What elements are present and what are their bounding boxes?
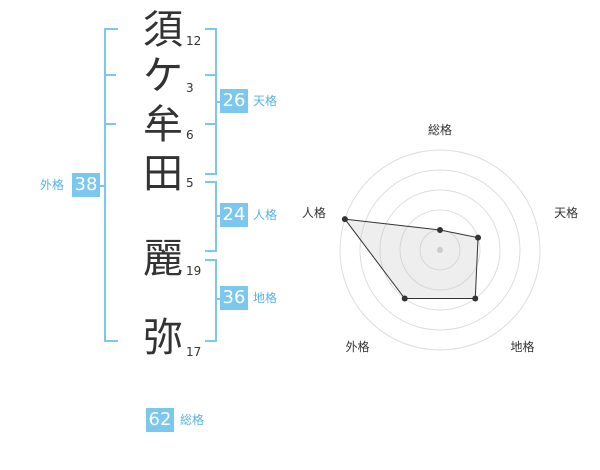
stroke-count-6: 17 (186, 345, 202, 359)
bracket-tick (205, 74, 215, 76)
radar-point (341, 216, 348, 223)
gaikaku-label: 外格 (40, 178, 65, 192)
stroke-count-5: 19 (186, 264, 202, 278)
jinkaku-connector (215, 215, 220, 217)
radar-axis-label: 天格 (554, 205, 578, 220)
stroke-count-2: 3 (186, 81, 194, 95)
radar-point (401, 295, 408, 302)
bracket-tick (104, 123, 116, 125)
radar-ring (339, 149, 541, 351)
radar-axis-label: 人格 (302, 205, 326, 220)
radar-axis-label: 地格 (511, 339, 535, 354)
gaikaku-bracket (104, 28, 118, 342)
tenkaku-label: 天格 (253, 94, 278, 108)
radar-axis-label: 総格 (428, 122, 452, 137)
chikaku-value: 36 (220, 286, 248, 310)
chikaku-bracket (205, 259, 217, 342)
radar-ring (359, 169, 521, 331)
jinkaku-value: 24 (220, 203, 248, 227)
bracket-tick (205, 123, 215, 125)
bracket-tick (104, 74, 116, 76)
stroke-count-1: 12 (186, 34, 202, 48)
name-char-4: 田 (143, 151, 183, 197)
stroke-count-4: 5 (186, 176, 194, 190)
radar-point (472, 295, 479, 302)
soukaku-value: 62 (146, 408, 174, 432)
radar-series-area (343, 218, 479, 300)
chikaku-label: 地格 (253, 291, 278, 305)
gaikaku-value: 38 (72, 173, 100, 197)
radar-ring (379, 189, 501, 311)
name-char-2: ケ (143, 53, 183, 99)
radar-center-dot (437, 247, 443, 253)
radar-ring (399, 209, 481, 291)
chikaku-connector (215, 298, 220, 300)
tenkaku-value: 26 (220, 89, 248, 113)
tenkaku-connector (215, 101, 220, 103)
name-char-5: 麗 (143, 236, 183, 282)
soukaku-label: 総格 (180, 413, 205, 427)
radar-point (475, 234, 482, 241)
name-char-6: 弥 (143, 315, 183, 361)
name-char-1: 須 (143, 7, 183, 53)
stroke-count-3: 6 (186, 128, 194, 142)
name-char-3: 牟 (143, 102, 183, 148)
radar-point (437, 227, 443, 233)
radar-axis-label: 外格 (345, 339, 369, 354)
jinkaku-label: 人格 (253, 208, 278, 222)
